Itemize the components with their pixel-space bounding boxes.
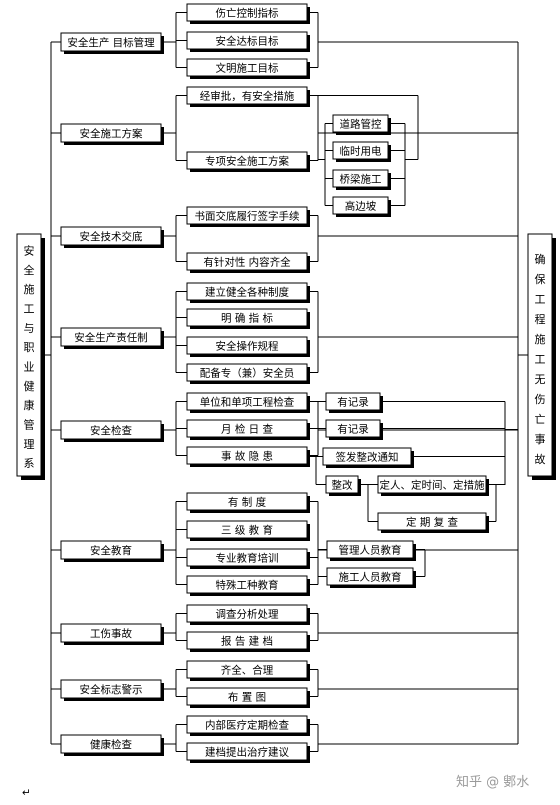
- node-label: 有记录: [337, 423, 369, 436]
- category-box: 安全标志警示: [60, 679, 164, 701]
- node-label: 专业教育培训: [216, 552, 279, 565]
- sub-item-box: 高边坡: [332, 196, 391, 217]
- fix-three-box: 定人、定时间、定措施: [377, 475, 489, 496]
- item-box: 布 置 图: [186, 687, 310, 708]
- left-title-box: 安全施工与职业健康管理系: [16, 233, 45, 480]
- node-label: 安全达标目标: [216, 35, 279, 48]
- item-box: 有 制 度: [186, 492, 310, 513]
- item-box: 调查分析处理: [186, 604, 310, 625]
- node-label: 内部医疗定期检查: [205, 719, 289, 732]
- category-box: 工伤事故: [60, 623, 164, 645]
- category-box: 安全技术交底: [60, 226, 164, 248]
- education-sub-box: 施工人员教育: [326, 567, 416, 588]
- node-label: 有记录: [337, 396, 369, 409]
- item-box: 有针对性 内容齐全: [186, 252, 310, 273]
- node-label: 定 期 复 查: [406, 516, 459, 529]
- item-box: 齐全、合理: [186, 660, 310, 681]
- item-box: 明 确 指 标: [186, 308, 310, 329]
- node-label: 高边坡: [345, 200, 377, 213]
- node-label: 安全操作规程: [216, 340, 279, 353]
- item-box: 特殊工种教育: [186, 575, 310, 596]
- node-label: 安全教育: [90, 544, 132, 557]
- node-label: 安全技术交底: [80, 230, 143, 243]
- category-box: 安全施工方案: [60, 123, 164, 145]
- node-label: 调查分析处理: [216, 608, 279, 621]
- node-label: 单位和单项工程检查: [200, 396, 295, 409]
- category-box: 健康检查: [60, 734, 164, 756]
- node-label: 工伤事故: [90, 627, 132, 640]
- node-label: 报 告 建 档: [221, 635, 273, 648]
- node-label: 有针对性 内容齐全: [203, 256, 291, 269]
- item-box: 伤亡控制指标: [186, 3, 310, 24]
- item-box: 文明施工目标: [186, 58, 310, 79]
- rectify-box: 整改: [325, 475, 361, 496]
- item-box: 月 检 日 查: [186, 419, 310, 440]
- right-title-box: 确保工程施工无伤亡事故: [527, 233, 556, 480]
- category-box: 安全检查: [60, 420, 164, 442]
- record-box: 有记录: [325, 419, 383, 440]
- item-box: 经审批，有安全措施: [186, 86, 310, 107]
- item-box: 专业教育培训: [186, 548, 310, 569]
- node-label: 安全施工方案: [80, 127, 143, 140]
- item-box: 单位和单项工程检查: [186, 392, 310, 413]
- node-label: 三 级 教 育: [221, 524, 273, 537]
- node-label: 文明施工目标: [216, 62, 279, 75]
- node-label: 定人、定时间、定措施: [380, 479, 485, 492]
- item-box: 报 告 建 档: [186, 631, 310, 652]
- node-label: 建立健全各种制度: [205, 286, 289, 299]
- node-label: 整改: [332, 479, 353, 492]
- right-title: 确保工程施工无伤亡事故: [535, 253, 546, 466]
- node-label: 健康检查: [90, 738, 132, 751]
- node-label: 安全生产责任制: [74, 331, 148, 344]
- node-label: 专项安全施工方案: [205, 155, 289, 168]
- node-label: 伤亡控制指标: [216, 7, 279, 20]
- node-label: 配备专（兼）安全员: [200, 367, 295, 380]
- item-box: 内部医疗定期检查: [186, 715, 310, 736]
- category-box: 安全生产 目标管理: [60, 32, 164, 54]
- item-box: 安全达标目标: [186, 31, 310, 52]
- watermark: 知乎 @ 鄋水: [456, 774, 529, 790]
- item-box: 书面交底履行签字手续: [186, 206, 310, 227]
- item-box: 配备专（兼）安全员: [186, 363, 310, 384]
- record-box: 有记录: [325, 392, 383, 413]
- node-label: 建档提出治疗建议: [205, 746, 289, 759]
- node-label: 安全检查: [90, 424, 132, 437]
- node-label: 临时用电: [340, 145, 382, 158]
- node-label: 特殊工种教育: [216, 579, 279, 592]
- item-box: 安全操作规程: [186, 336, 310, 357]
- left-title: 安全施工与职业健康管理系: [24, 244, 35, 471]
- review-box: 定 期 复 查: [377, 512, 489, 533]
- node-label: 书面交底履行签字手续: [195, 210, 300, 223]
- node-label: 桥梁施工: [340, 173, 382, 186]
- education-sub-box: 管理人员教育: [326, 540, 416, 561]
- node-label: 布 置 图: [228, 692, 266, 704]
- item-box: 三 级 教 育: [186, 520, 310, 541]
- return-mark: ↵: [22, 787, 31, 799]
- sub-item-box: 临时用电: [332, 141, 391, 162]
- node-label: 事 故 隐 患: [221, 450, 273, 463]
- node-label: 齐全、合理: [221, 664, 274, 677]
- node-label: 签发整改通知: [336, 451, 399, 464]
- item-box: 事 故 隐 患: [186, 446, 310, 467]
- node-label: 管理人员教育: [339, 544, 402, 557]
- node-label: 明 确 指 标: [221, 312, 274, 325]
- node-label: 施工人员教育: [339, 571, 402, 584]
- item-box: 建立健全各种制度: [186, 282, 310, 303]
- item-box: 专项安全施工方案: [186, 151, 310, 172]
- sub-item-box: 桥梁施工: [332, 169, 391, 190]
- node-label: 月 检 日 查: [221, 423, 274, 436]
- node-label: 安全生产 目标管理: [67, 36, 155, 49]
- category-box: 安全教育: [60, 540, 164, 562]
- node-label: 道路管控: [340, 118, 382, 131]
- node-label: 经审批，有安全措施: [200, 90, 295, 103]
- node-label: 有 制 度: [228, 496, 267, 509]
- sub-item-box: 道路管控: [332, 114, 391, 135]
- node-label: 安全标志警示: [80, 683, 143, 696]
- item-box: 建档提出治疗建议: [186, 742, 310, 763]
- category-box: 安全生产责任制: [60, 327, 164, 349]
- hazard-notice-box: 签发整改通知: [322, 447, 414, 468]
